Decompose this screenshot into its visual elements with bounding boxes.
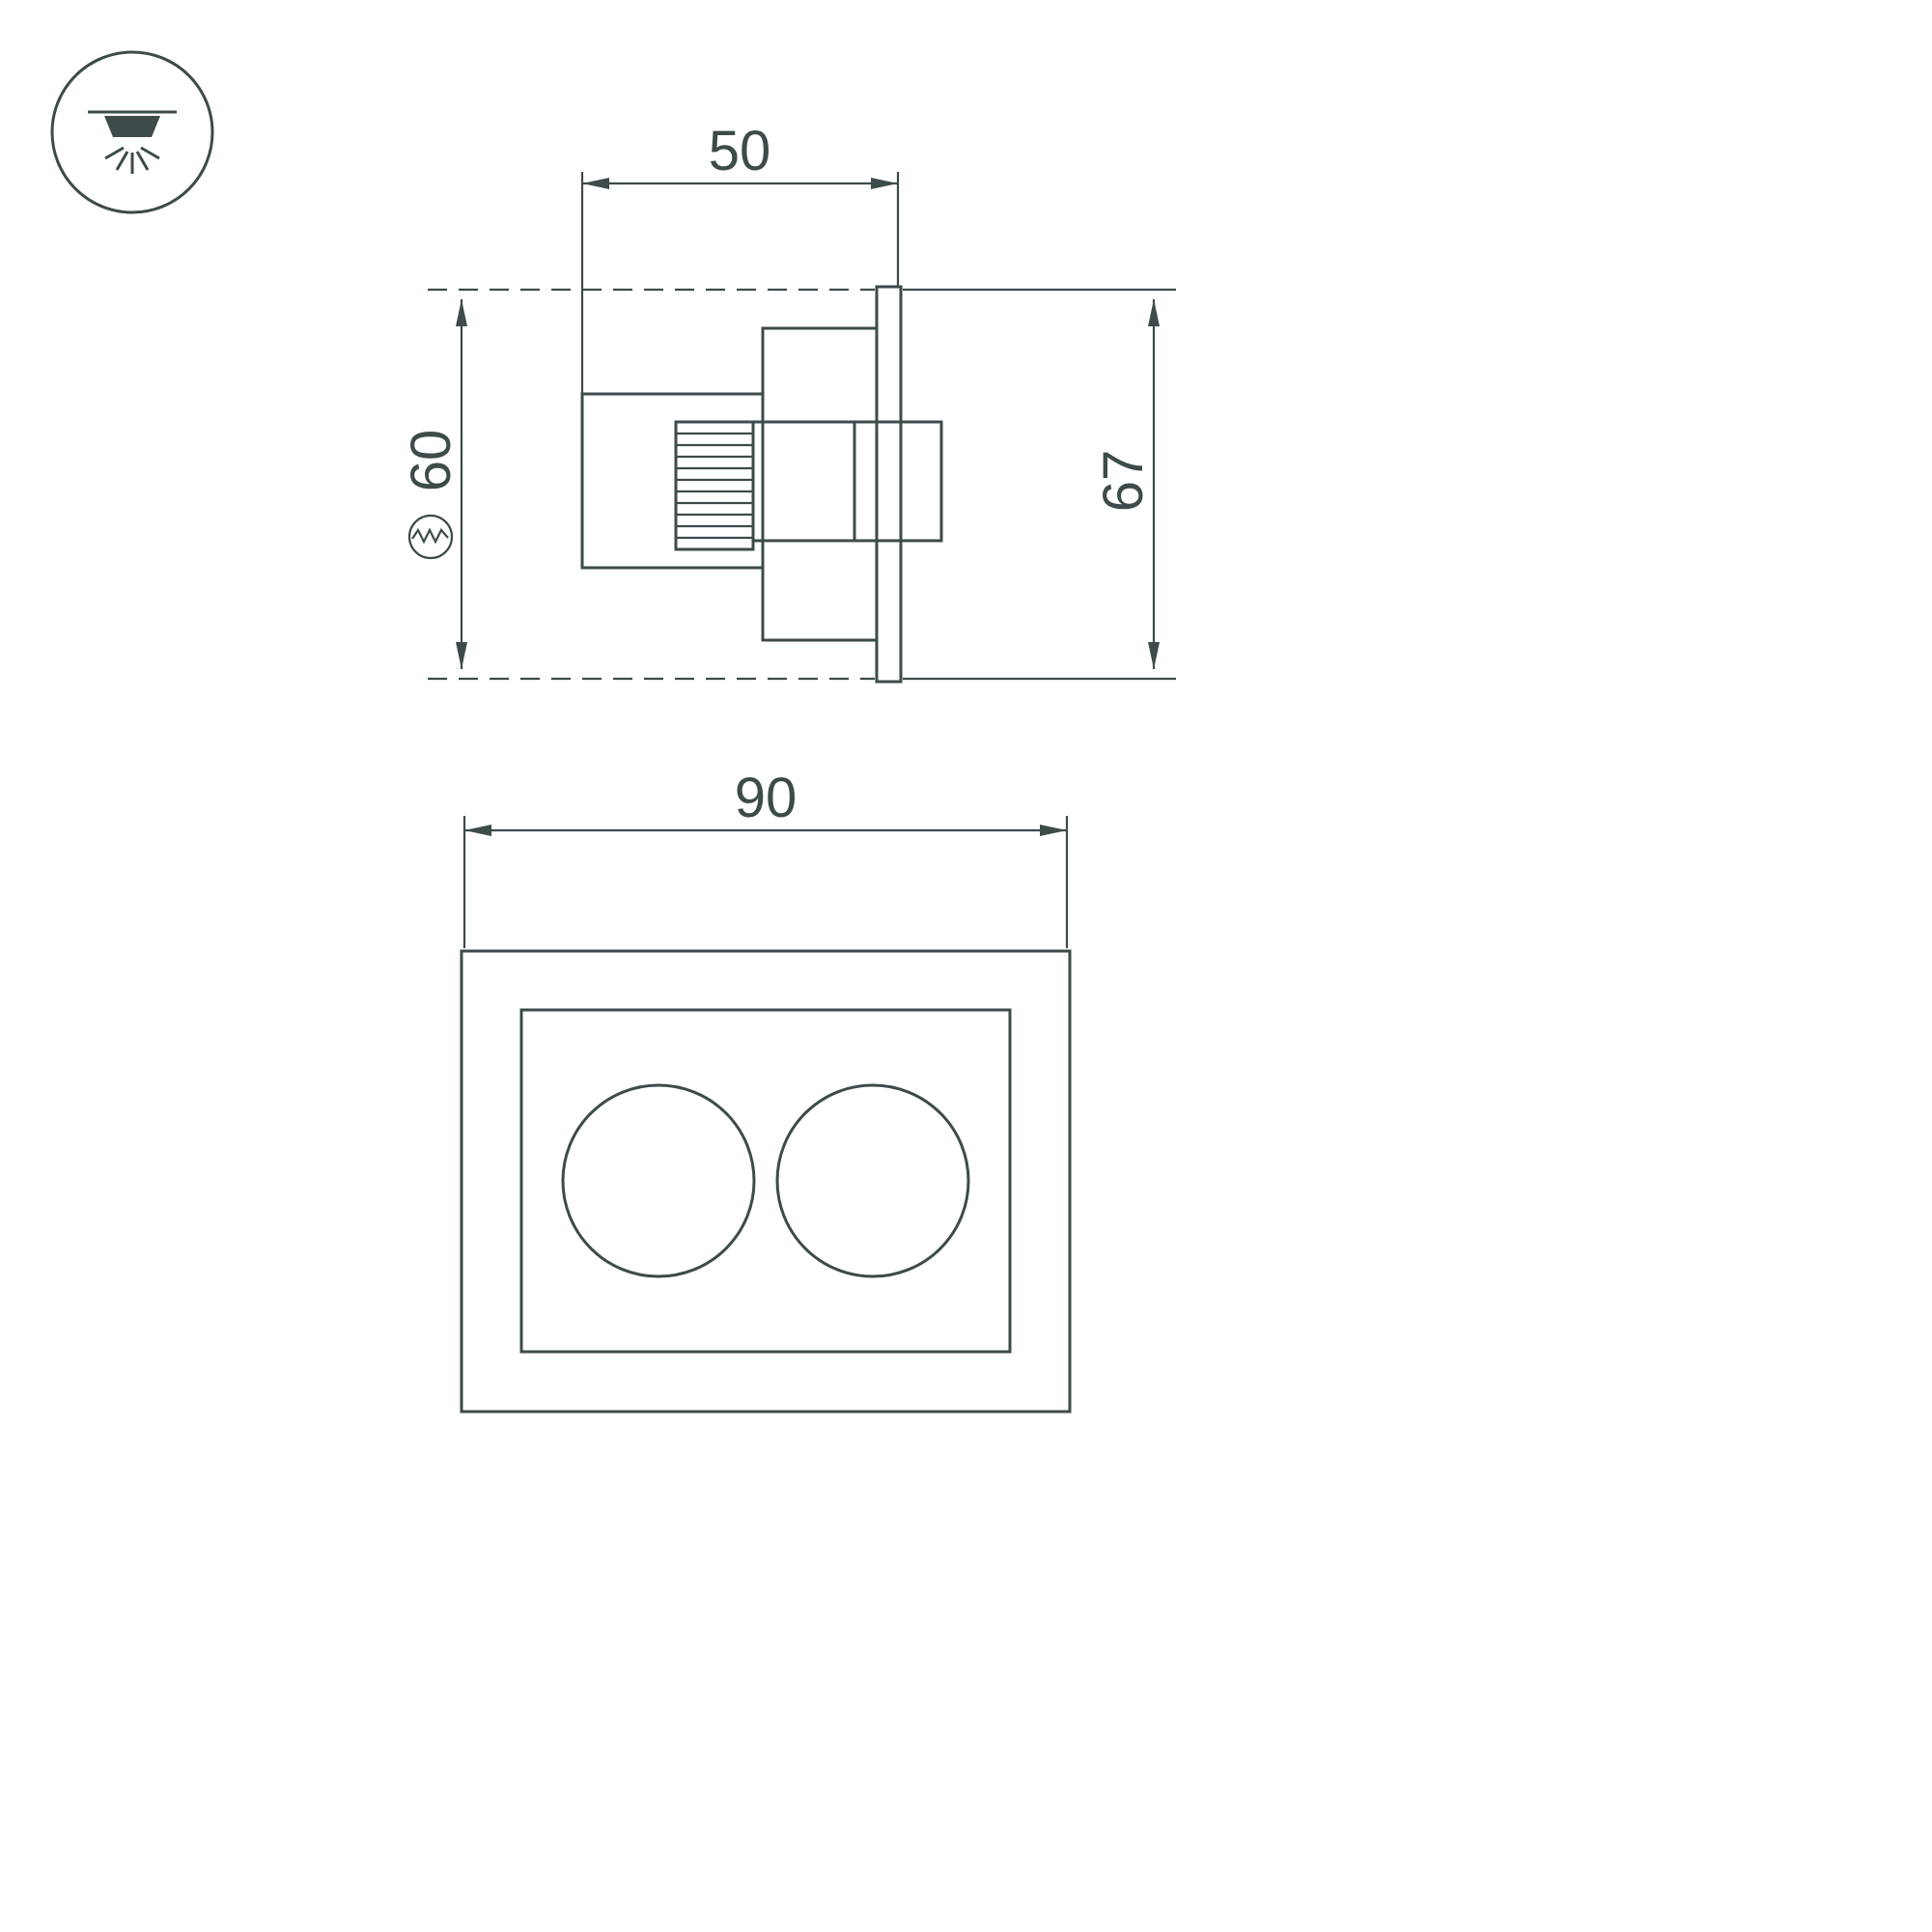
cutout-symbol-icon [407, 514, 454, 560]
dimension-90: 90 [462, 767, 1069, 948]
icon-light-rays [104, 146, 160, 174]
front-view: 90 [460, 767, 1072, 1414]
aperture-left [561, 1083, 756, 1278]
dim-67-label: 67 [1092, 450, 1155, 513]
dim-90-label: 90 [735, 767, 798, 829]
inner-frame [519, 1008, 1012, 1354]
flange-plate [875, 285, 903, 684]
side-view: 50 60 67 [400, 120, 1176, 684]
dim-50-label: 50 [709, 120, 771, 182]
dimension-50: 50 [580, 120, 900, 394]
arrow-up-icon [456, 299, 467, 326]
arrow-left-icon [582, 178, 609, 189]
aperture-right [775, 1083, 970, 1278]
main-body [761, 326, 879, 642]
icon-circle [50, 50, 214, 214]
arrow-right-icon [1040, 825, 1067, 836]
outer-frame [460, 949, 1072, 1414]
arrow-left-icon [464, 825, 491, 836]
dimension-60: 60 [400, 299, 467, 669]
arrow-down-icon [1148, 642, 1160, 669]
arrow-right-icon [871, 178, 898, 189]
dim-60-label: 60 [400, 430, 462, 492]
rear-housing [580, 392, 765, 570]
recessed-downlight-icon [50, 50, 214, 214]
arrow-down-icon [456, 642, 467, 669]
optic-tube [751, 420, 943, 543]
heatsink-fins [674, 420, 755, 551]
dimension-67: 67 [903, 288, 1176, 681]
icon-fixture-body [104, 116, 160, 137]
arrow-up-icon [1148, 299, 1160, 326]
